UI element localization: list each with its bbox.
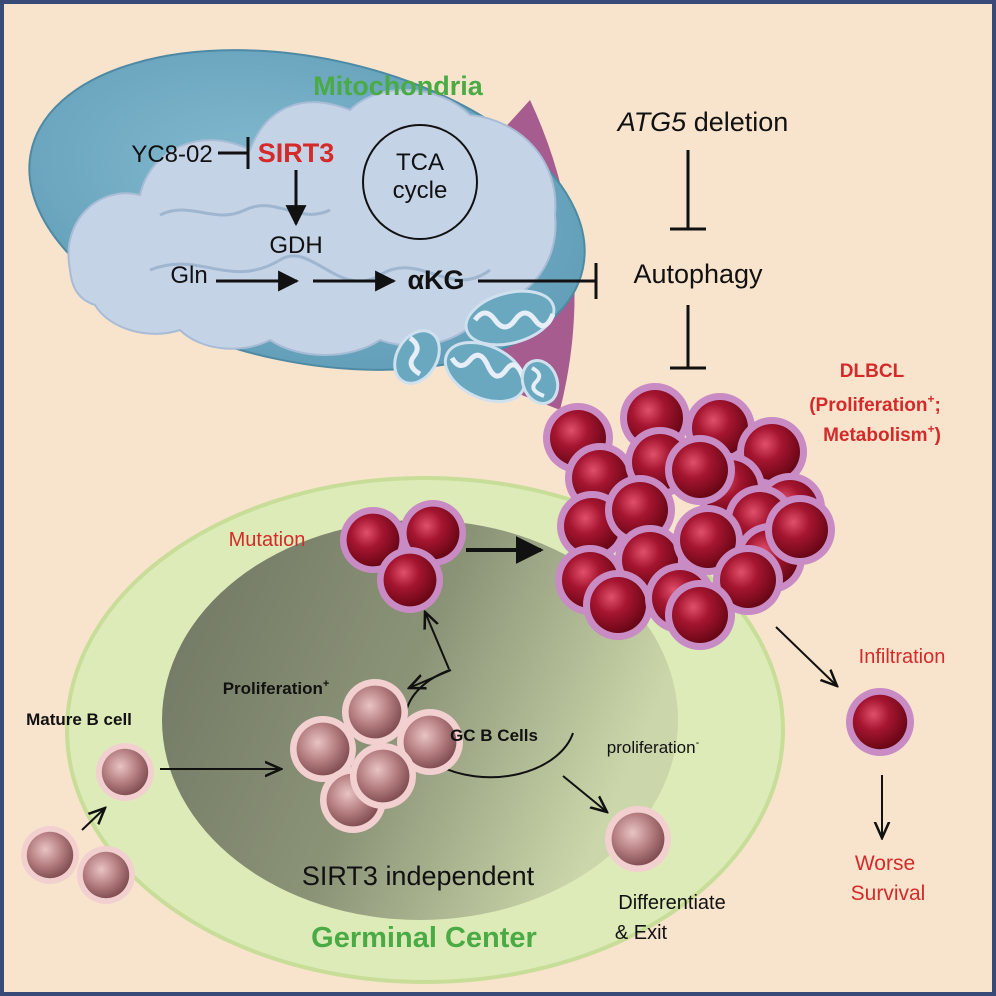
proliferation-plus-text: Proliferation: [223, 679, 323, 698]
gdh-label: GDH: [269, 232, 322, 259]
dlbcl-proliferation-sup: +: [927, 392, 934, 406]
cycle-to-mutation-arrow: [425, 612, 450, 670]
tumor-cell: [665, 580, 735, 650]
mature-b-cell-label: Mature B cell: [26, 710, 132, 729]
infiltrating-cell: [846, 688, 914, 756]
tumor-cell: [583, 570, 653, 640]
dlbcl-proliferation: Proliferation: [816, 395, 928, 416]
b-cell: [77, 846, 135, 904]
dlbcl-metabolism: Metabolism: [823, 425, 928, 446]
differentiating-cell: [605, 806, 671, 872]
gc-b-cell: [342, 679, 408, 745]
b-cell: [21, 826, 79, 884]
yc8-02-label: YC8-02: [131, 141, 212, 168]
small-mitochondria: [393, 289, 560, 405]
dlbcl-open-paren: (: [809, 395, 816, 416]
worse-survival-line1: Worse: [855, 852, 915, 875]
atg5-deletion-label: ATG5 deletion: [616, 107, 789, 137]
sirt3-label: SIRT3: [258, 138, 335, 168]
worse-survival-line2: Survival: [851, 882, 926, 905]
tca-label-line1: TCA: [396, 149, 444, 176]
dlbcl-semicolon: ;: [934, 395, 940, 416]
dlbcl-proliferation-line: (Proliferation+;: [809, 392, 941, 416]
dlbcl-tumor-cluster: [543, 383, 835, 650]
mitochondria-title: Mitochondria: [313, 71, 483, 101]
atg5-gene-label: ATG5: [616, 107, 687, 137]
akg-label: αKG: [407, 265, 464, 295]
dlbcl-title: DLBCL: [840, 361, 905, 382]
mutation-cell-cluster: [340, 500, 466, 613]
proliferation-plus-sup: +: [323, 678, 329, 690]
proliferation-minus-sup: -: [696, 737, 700, 749]
proliferation-plus-label: Proliferation+: [223, 678, 330, 698]
tumor-cell: [665, 435, 735, 505]
cycle-to-proliferation-arrow: [409, 669, 452, 688]
differentiate-label-line1: Differentiate: [618, 892, 725, 914]
mature-b-cells: [21, 743, 154, 904]
dlbcl-to-infiltration-arrow: [775, 626, 837, 686]
mutation-label: Mutation: [229, 529, 306, 551]
naive-to-mature-arrow: [81, 808, 105, 831]
cycle-to-differentiate-arrow: [562, 775, 607, 812]
gc-b-cells-label: GC B Cells: [450, 726, 538, 745]
gln-label: Gln: [170, 262, 207, 289]
gc-b-cell: [350, 743, 416, 809]
infiltration-label: Infiltration: [859, 646, 946, 668]
mutation-cell: [377, 547, 443, 613]
autophagy-label: Autophagy: [633, 259, 763, 289]
germinal-center-title: Germinal Center: [311, 922, 537, 954]
tca-cycle-circle: [362, 124, 478, 240]
tca-label-line2: cycle: [393, 177, 448, 204]
dlbcl-metabolism-sup: +: [928, 422, 935, 436]
exit-cell: [605, 806, 671, 872]
gc-b-cell: [290, 716, 356, 782]
tumor-cell: [765, 495, 835, 565]
proliferation-minus-text: proliferation: [607, 738, 696, 757]
infiltrating-tumor-cell: [846, 688, 914, 756]
sirt3-independent-label: SIRT3 independent: [302, 861, 535, 891]
dlbcl-metabolism-line: Metabolism+): [823, 422, 941, 446]
deletion-word: deletion: [686, 107, 788, 137]
b-cell: [96, 743, 154, 801]
dlbcl-close-paren: ): [935, 425, 941, 446]
tumor-cell: [713, 545, 783, 615]
gc-b-cell-cluster: [290, 679, 463, 833]
proliferation-minus-label: proliferation-: [607, 737, 700, 757]
gc-b-cell: [397, 709, 463, 775]
differentiate-label-line2: & Exit: [615, 922, 668, 944]
